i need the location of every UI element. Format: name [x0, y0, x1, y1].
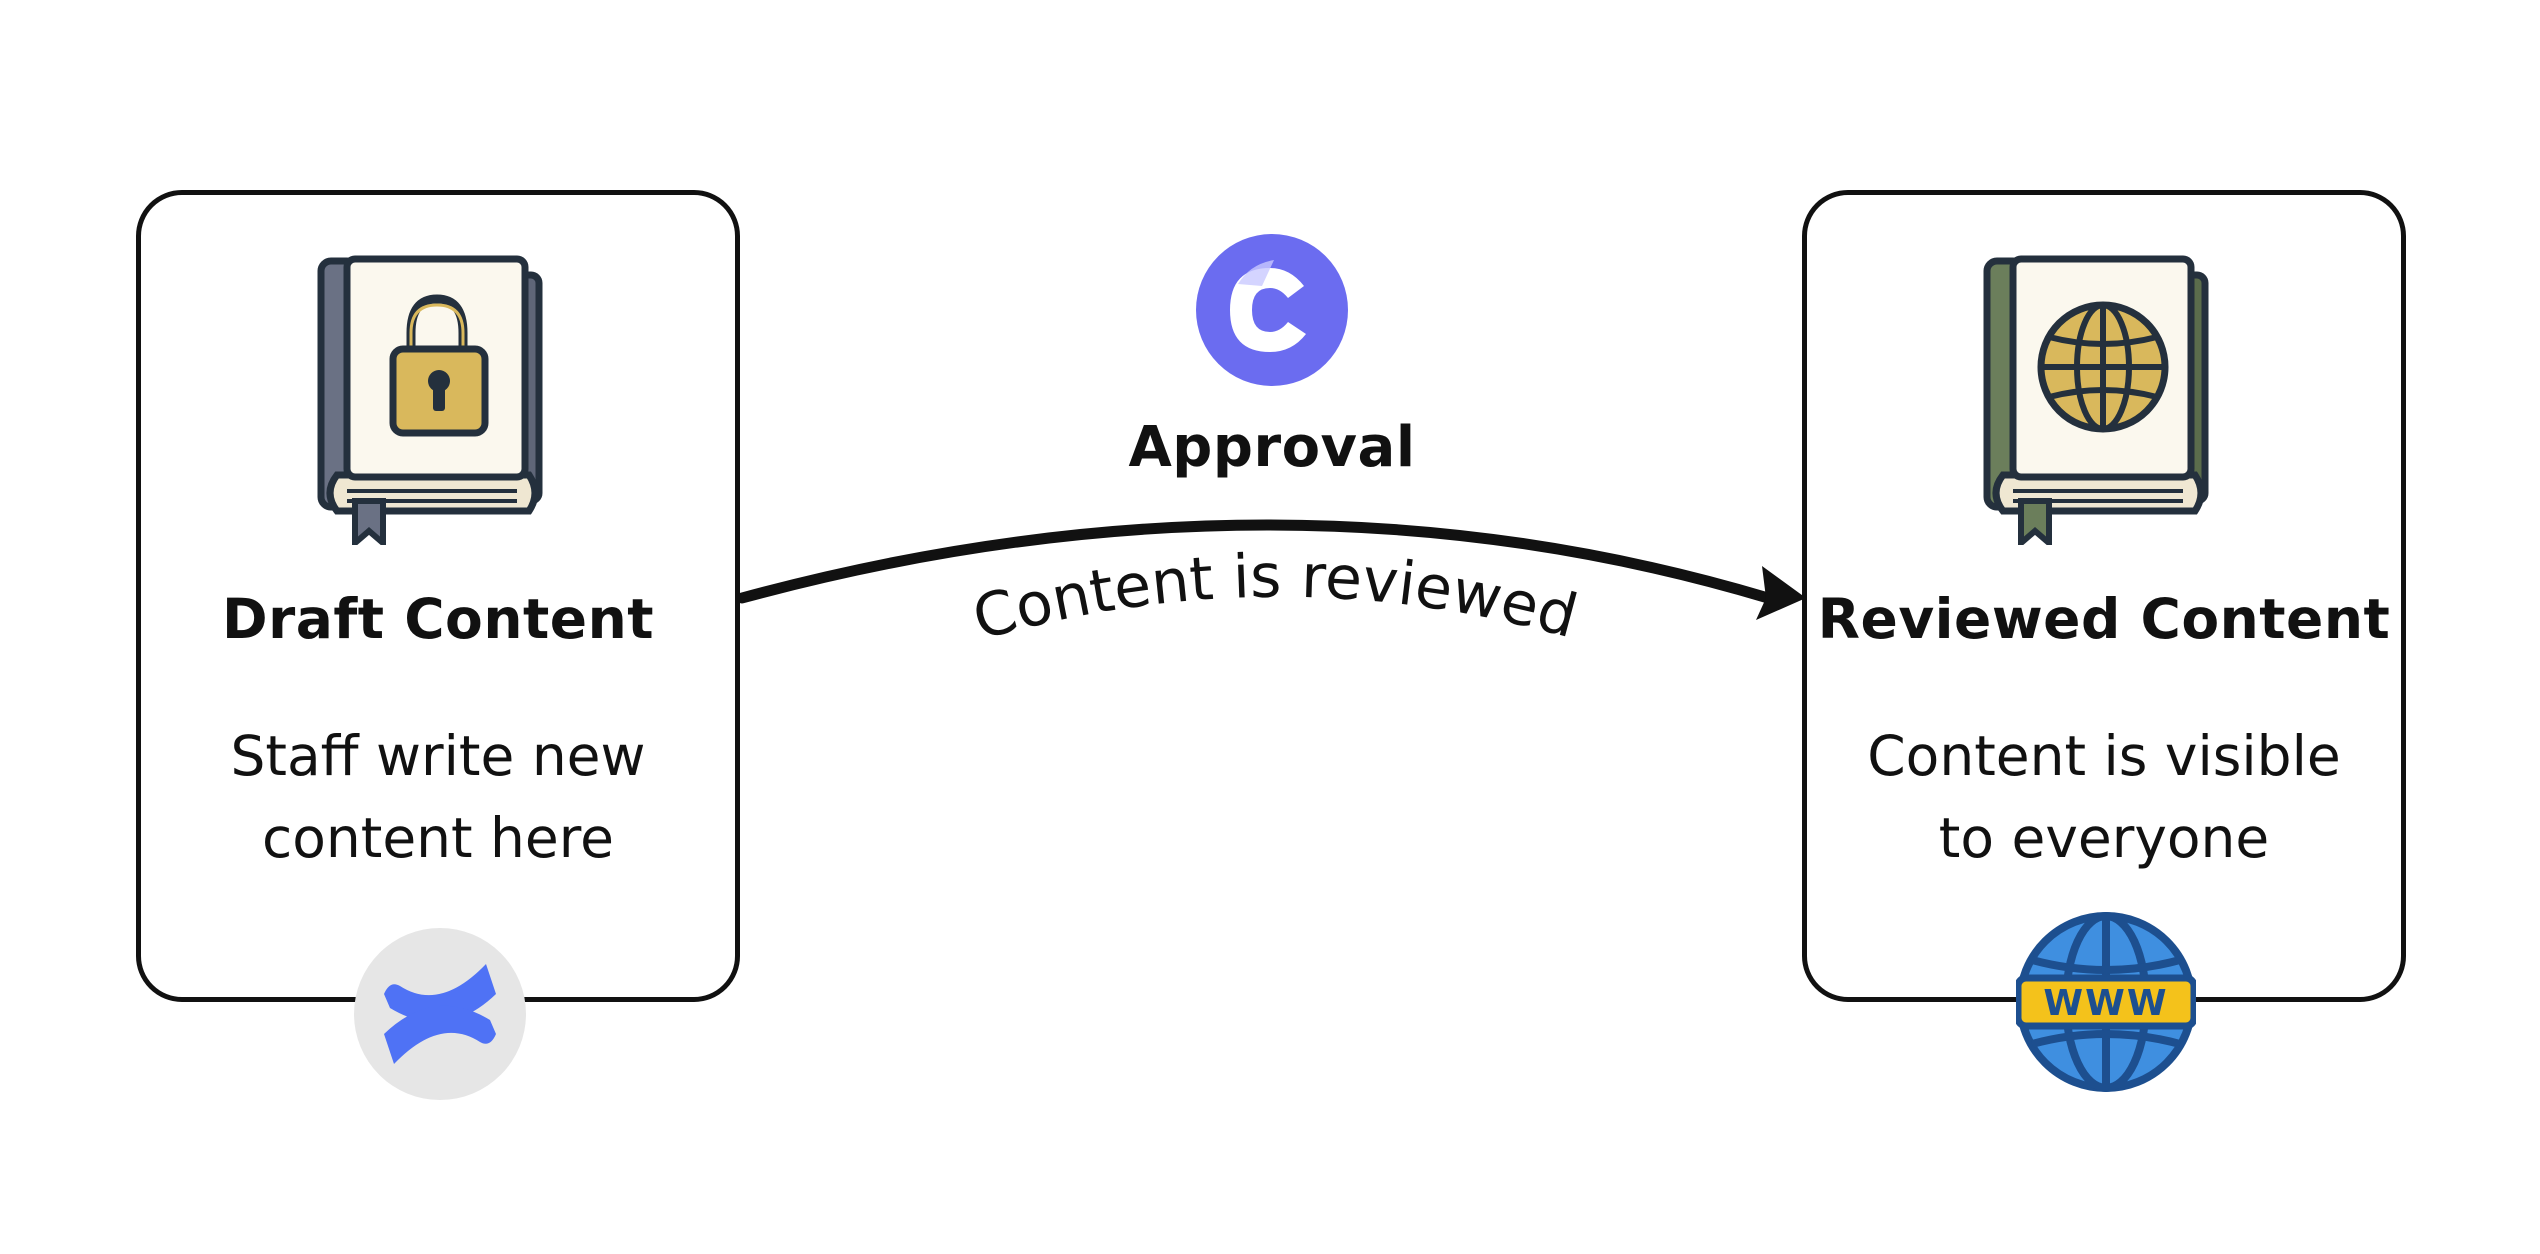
approval-c-logo-icon	[1196, 234, 1348, 386]
book-lock-icon	[317, 255, 543, 545]
arrow-head	[1756, 566, 1806, 620]
book-globe-icon	[1983, 255, 2209, 545]
reviewed-content-card: Reviewed Content Content is visible to e…	[1802, 190, 2406, 1002]
arrow-curve	[736, 519, 1774, 604]
www-globe-icon: WWW	[2016, 912, 2196, 1092]
arrow-caption: Content is reviewed	[966, 542, 1585, 655]
www-badge-text: WWW	[2043, 983, 2168, 1024]
arrow-caption-text: Content is reviewed	[966, 542, 1585, 655]
draft-content-card: Draft Content Staff write new content he…	[136, 190, 740, 1002]
reviewed-content-description: Content is visible to everyone	[1867, 724, 2341, 870]
reviewed-content-title: Reviewed Content	[1817, 587, 2391, 651]
confluence-logo-icon	[354, 928, 526, 1100]
approval-label: Approval	[1128, 415, 1416, 480]
draft-content-title: Draft Content	[221, 587, 655, 651]
draft-content-description: Staff write new content here	[230, 724, 646, 870]
